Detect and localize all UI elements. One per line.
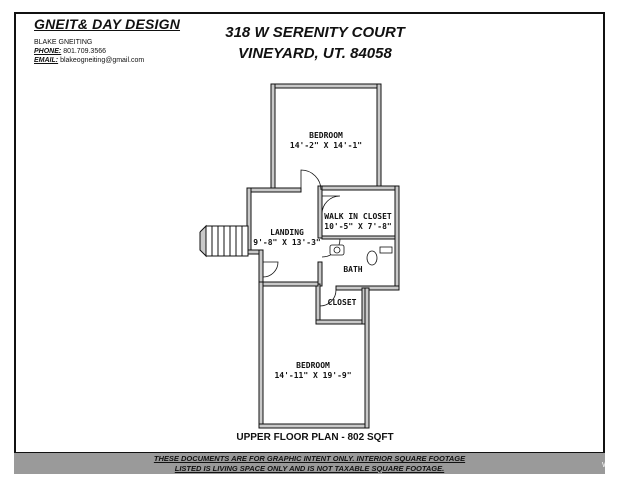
wall xyxy=(376,83,382,189)
wall xyxy=(317,261,323,287)
bedroom-bottom-name: BEDROOM xyxy=(296,361,330,370)
phone-label: PHONE: xyxy=(34,48,62,55)
address-line-1: 318 W SERENITY COURT xyxy=(225,24,405,41)
wall xyxy=(315,319,365,325)
door-swing xyxy=(321,195,341,215)
disclaimer-line-1: THESE DOCUMENTS ARE FOR GRAPHIC INTENT O… xyxy=(153,454,466,463)
wall xyxy=(321,185,400,191)
bedroom-top-dims: 14'-2" X 14'-1" xyxy=(290,141,362,150)
wall xyxy=(270,83,276,191)
closet-name: CLOSET xyxy=(328,298,357,307)
walk-in-closet-dims: 10'-5" X 7'-8" xyxy=(324,222,391,231)
disclaimer-banner: THESE DOCUMENTS ARE FOR GRAPHIC INTENT O… xyxy=(14,452,605,474)
wall xyxy=(364,287,370,429)
wall xyxy=(394,185,400,291)
disclaimer-line-2: LISTED IS LIVING SPACE ONLY AND IS NOT T… xyxy=(174,463,445,473)
drawing-sheet xyxy=(14,12,605,474)
wall xyxy=(270,83,382,89)
company-name: GNEIT& DAY DESIGN xyxy=(34,16,181,32)
contact-email: EMAIL: blakeogneiting@gmail.com xyxy=(34,56,144,65)
wall xyxy=(258,281,319,287)
door-swing xyxy=(319,289,337,307)
staircase xyxy=(199,224,249,258)
bedroom-bottom-dims: 14'-11" X 19'-9" xyxy=(274,371,351,380)
contact-phone: PHONE: 801.709.3566 xyxy=(34,47,106,56)
walk-in-closet-name: WALK IN CLOSET xyxy=(324,212,392,221)
wall xyxy=(317,185,323,239)
bedroom-top-name: BEDROOM xyxy=(309,131,343,140)
bath-name: BATH xyxy=(343,265,362,274)
email-label: EMAIL: xyxy=(34,57,59,64)
wall xyxy=(258,249,264,285)
door-swing xyxy=(300,169,322,191)
wall xyxy=(321,235,396,240)
door-swing xyxy=(262,261,279,278)
landing-dims: 9'-8" X 13'-3" xyxy=(253,238,320,247)
watermark: WFR xyxy=(602,462,618,469)
address-line-2: VINEYARD, UT. 84058 xyxy=(238,45,392,62)
landing-name: LANDING xyxy=(270,228,304,237)
toilet-tank-icon xyxy=(379,246,393,254)
wall xyxy=(258,281,264,429)
toilet-icon xyxy=(366,250,378,266)
phone-number: 801.709.3566 xyxy=(63,48,107,55)
wall xyxy=(258,423,370,429)
email-address: blakeogneiting@gmail.com xyxy=(60,57,145,64)
plan-title: UPPER FLOOR PLAN - 802 SQFT xyxy=(236,432,394,443)
sink-basin-icon xyxy=(333,246,341,254)
wall xyxy=(315,283,321,325)
wall xyxy=(246,187,302,193)
contact-person: BLAKE GNEITING xyxy=(34,39,93,46)
